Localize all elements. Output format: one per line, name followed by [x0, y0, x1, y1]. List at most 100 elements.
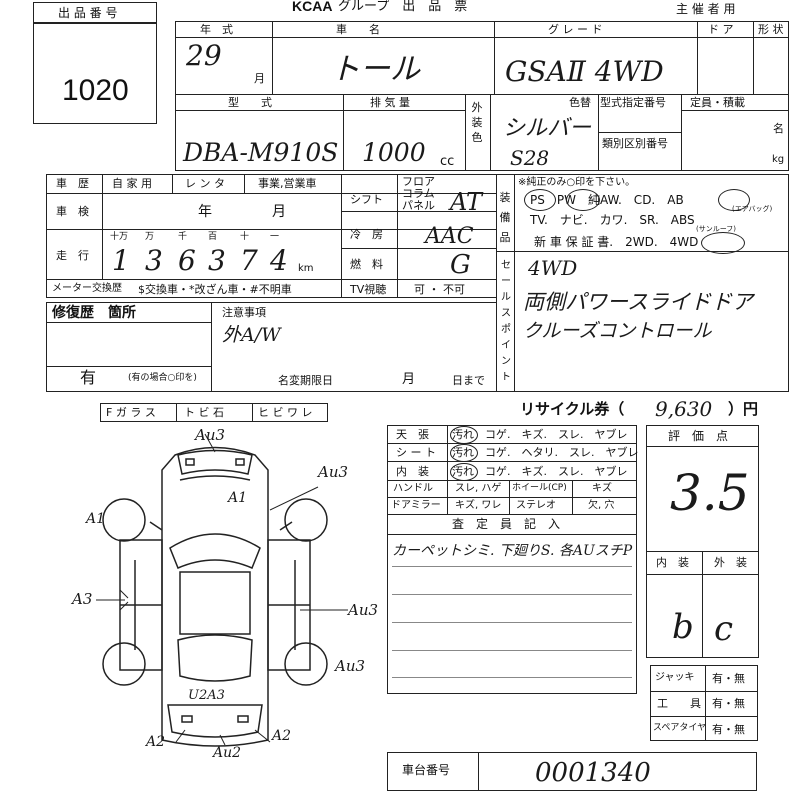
history-rental[interactable]: レ ン タ: [185, 177, 225, 190]
pw-circle: [566, 189, 600, 211]
glass-front[interactable]: F ガ ラ ス: [106, 406, 156, 419]
glass-crack[interactable]: ヒ ビ ワ レ: [258, 406, 313, 419]
mark-rear-center: U2A3: [188, 688, 225, 703]
tv-value: 可 ・ 不可: [414, 283, 465, 296]
meter-options: $交換車・*改ざん車・#不明車: [138, 283, 292, 296]
category-label: 類別区別番号: [602, 137, 668, 150]
grade-value: GSAⅡ 4WD: [505, 55, 664, 88]
chassis-value: 0001340: [535, 758, 651, 788]
mark-rear-right-corner: A2: [272, 728, 292, 744]
ac-value: AAC: [425, 224, 474, 249]
mark-right-side: Au3: [348, 601, 379, 619]
inspector-value: カーペットシミ. 下廻りS. 各AUスチP: [392, 543, 633, 559]
recycle-value: 9,630: [655, 397, 713, 421]
history-private[interactable]: 自 家 用: [112, 177, 152, 190]
mark-front-right: Au3: [318, 463, 349, 481]
shift-panel[interactable]: パネル: [402, 199, 435, 212]
mark-hood: A1: [228, 490, 248, 506]
lot-number-label: 出 品 番 号: [58, 6, 118, 20]
equipment-line3[interactable]: 新 車 保 証 書. 2WD. 4WD: [534, 235, 699, 249]
recycle-label: リサイクル券（: [520, 400, 625, 418]
mileage-unit-3: 百: [208, 232, 218, 242]
ceiling-label: 天 張: [396, 428, 429, 441]
equipment-frame: [496, 174, 789, 392]
tv-label: TV視聴: [350, 283, 387, 296]
accessories-frame: [650, 665, 758, 741]
notes-value: 外A/W: [222, 324, 281, 346]
chassis-label: 車台番号: [402, 763, 451, 777]
glass-frame: [100, 403, 328, 422]
ext-color-label: 外装色: [471, 101, 483, 144]
tools-value[interactable]: 有・無: [712, 697, 745, 710]
sales-point-label: セールスポイント: [501, 260, 511, 383]
glass-chip[interactable]: ト ビ 石: [184, 406, 224, 419]
shift-label: シフト: [350, 193, 383, 206]
inspection-year: 年: [198, 204, 212, 220]
displacement-value: 1000: [362, 138, 426, 167]
capacity-label: 定員・積載: [690, 96, 745, 109]
jack-value[interactable]: 有・無: [712, 672, 745, 685]
handle-opt3[interactable]: キズ: [592, 483, 612, 494]
equipment-line2[interactable]: TV. ナビ. カワ. SR. ABS: [530, 213, 695, 227]
history-business[interactable]: 事業,営業車: [258, 177, 317, 190]
color-code: S28: [510, 146, 550, 170]
mileage-unit-1: 万: [145, 232, 155, 242]
handle-opt1[interactable]: スレ, ハゲ: [455, 483, 502, 494]
brand-logo: KCAA: [292, 0, 333, 14]
color-change-label: 色替: [569, 96, 591, 109]
airbag-note: (エアバッグ): [732, 205, 773, 213]
shift-floor[interactable]: フロア: [402, 175, 435, 188]
jack-label: ジャッキ: [655, 672, 695, 683]
mileage-unit-4: 十: [240, 232, 250, 242]
mark-rear-left-corner: A2: [146, 734, 166, 750]
ceiling-options[interactable]: 汚れ コゲ. キズ. スレ. ヤブレ: [452, 428, 628, 441]
interior-grade: b: [672, 607, 694, 647]
inspection-month: 月: [272, 204, 286, 220]
mileage-digit-5: 4: [270, 244, 288, 277]
meter-label: メーター交換歴: [52, 283, 122, 294]
sales-point-2: 両側パワースライドドア: [523, 290, 753, 314]
ab-circle: [718, 189, 750, 211]
exterior-grade: c: [714, 609, 734, 649]
spare-tire-value[interactable]: 有・無: [712, 723, 745, 736]
mark-bottom: Au2: [213, 745, 242, 761]
mirror-opt3[interactable]: 欠, 穴: [588, 500, 615, 511]
interior-stain-circle: [450, 463, 478, 481]
mileage-unit-0: 十万: [110, 232, 129, 242]
mirror-opt1[interactable]: キズ, ワレ: [455, 500, 502, 511]
displacement-label: 排 気 量: [370, 96, 410, 109]
grade-label: グ レ ー ド: [548, 23, 603, 36]
spare-tire-label: スペアタイヤ: [653, 723, 707, 733]
mileage-unit-5: 一: [270, 232, 280, 242]
mileage-digit-3: 3: [208, 244, 226, 277]
mileage-digit-2: 6: [178, 244, 196, 277]
model-designation-label: 型式指定番号: [600, 96, 666, 109]
fuel-label: 燃 料: [350, 258, 383, 271]
mirror-opt2[interactable]: ステレオ: [516, 500, 556, 511]
mileage-label: 走 行: [56, 249, 89, 262]
deadline-label: 名変期限日: [278, 374, 333, 387]
tools-label: 工 具: [657, 697, 701, 710]
month-label: 月: [254, 72, 265, 85]
interior-label: 内 装: [396, 465, 429, 478]
shift-column[interactable]: コラム: [402, 187, 435, 200]
inspector-frame: [387, 514, 637, 694]
model-label: 型 式: [228, 96, 272, 109]
interior-options[interactable]: 汚れ コゲ. キズ. スレ. ヤブレ: [452, 465, 628, 478]
cc-unit: cc: [440, 154, 455, 169]
seat-options[interactable]: 汚れ コゲ. ヘタリ. スレ. ヤブレ: [452, 446, 639, 459]
handle-opt2[interactable]: ホイール(CP): [512, 483, 567, 493]
repair-frame: [46, 302, 497, 392]
kg-unit: kg: [772, 154, 785, 165]
shift-value: AT: [450, 188, 483, 216]
sales-point-3: クルーズコントロール: [523, 320, 712, 342]
mileage-km: km: [298, 263, 314, 274]
sales-point-1: 4WD: [528, 256, 578, 280]
fuel-value: G: [450, 250, 471, 280]
deadline-day: 日まで: [452, 374, 485, 387]
lot-number-box: [33, 2, 157, 124]
mirror-label: ドアミラー: [391, 500, 441, 511]
shape-label: 形 状: [758, 23, 784, 36]
mark-rear-right: Au3: [335, 657, 366, 675]
